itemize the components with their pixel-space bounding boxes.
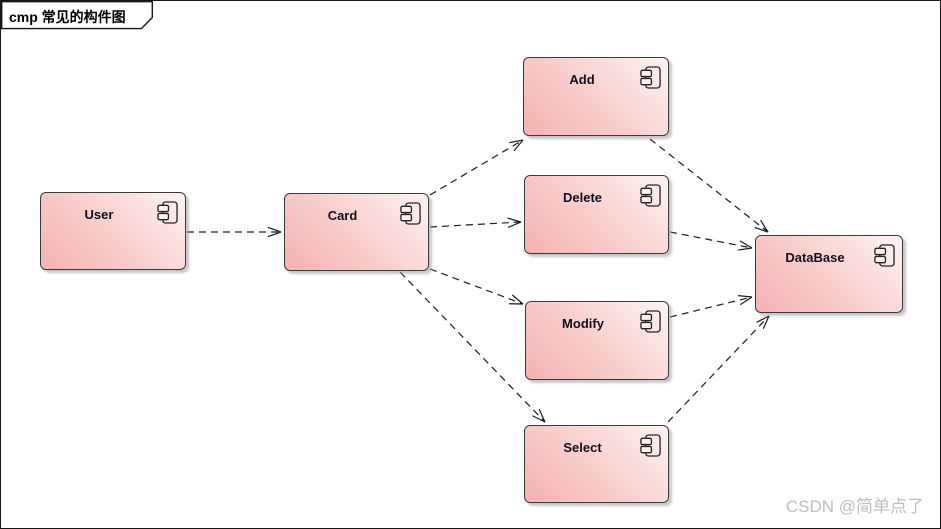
dependency-select-database (667, 315, 770, 423)
dependency-card-select (399, 271, 546, 423)
component-icon (640, 66, 661, 89)
dependency-user-card (187, 226, 282, 238)
component-card: Card (284, 193, 429, 271)
component-database: DataBase (755, 235, 903, 313)
component-user: User (40, 192, 186, 270)
component-label: Add (569, 72, 595, 87)
component-icon (157, 201, 178, 224)
component-label: Delete (562, 190, 603, 205)
dependency-delete-database (669, 231, 753, 251)
component-delete: Delete (524, 175, 669, 254)
component-icon (640, 310, 661, 333)
dependency-modify-database (669, 294, 753, 318)
dependency-card-add (429, 139, 524, 196)
component-icon (640, 434, 661, 457)
frame-tab-shape (1, 1, 153, 30)
component-icon (640, 184, 661, 207)
dependency-card-delete (429, 217, 522, 228)
dependency-card-modify (429, 268, 524, 305)
component-label: Modify (562, 316, 604, 331)
component-add: Add (523, 57, 669, 136)
component-label: Select (563, 440, 602, 455)
component-icon (400, 202, 421, 225)
component-label: User (84, 207, 114, 222)
component-label: DataBase (785, 250, 845, 265)
component-icon (874, 244, 895, 267)
component-select: Select (524, 425, 669, 503)
watermark-text: CSDN @简单点了 (785, 497, 924, 516)
component-modify: Modify (525, 301, 669, 380)
diagram-frame-label: cmp 常见的构件图 (9, 9, 126, 25)
frame-tab: cmp 常见的构件图 (1, 1, 161, 31)
component-label: Card (327, 208, 358, 223)
